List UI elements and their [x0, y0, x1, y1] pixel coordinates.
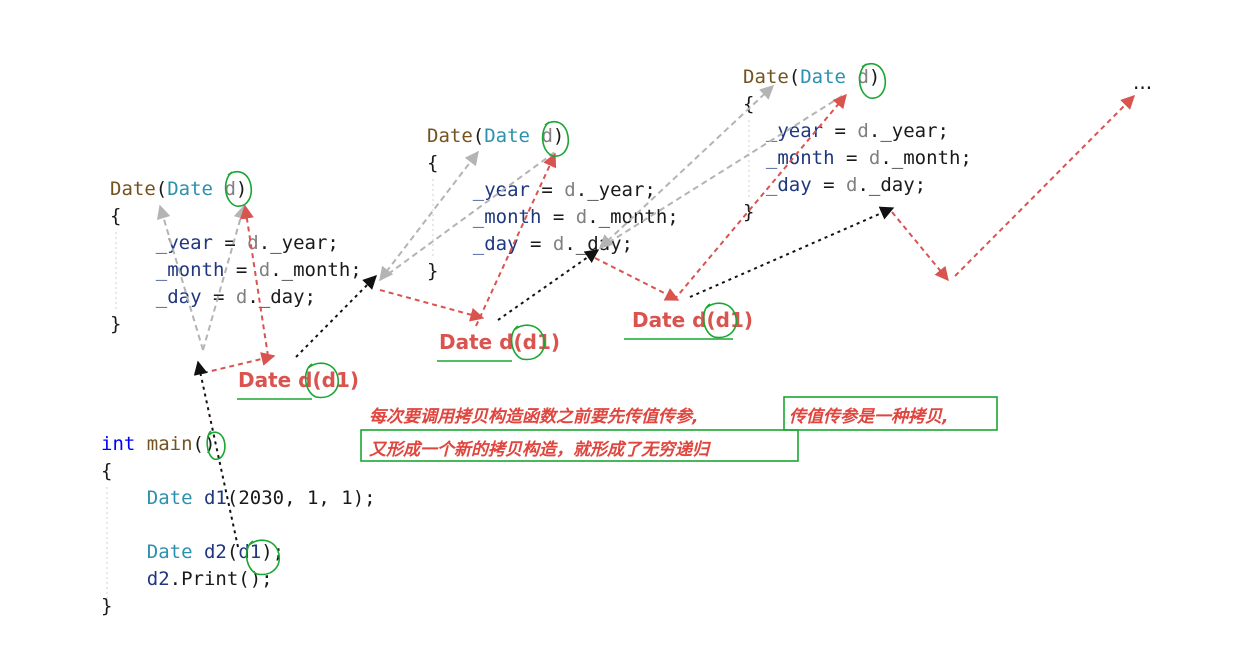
ctor-name: Date: [110, 178, 156, 200]
source-obj: d: [235, 286, 248, 308]
source-field: ._day;: [564, 233, 633, 255]
source-obj: d: [564, 179, 576, 201]
member-day: _day: [472, 233, 519, 255]
source-field: ._month;: [587, 206, 679, 228]
open-brace: {: [110, 205, 122, 227]
open-paren: (: [226, 541, 239, 563]
source-field: ._year;: [575, 179, 656, 201]
source-obj: d: [247, 232, 259, 254]
type-date: Date: [146, 487, 193, 509]
param-type: Date: [800, 66, 846, 88]
source-field: ._year;: [258, 232, 339, 254]
close-paren: ): [552, 125, 565, 147]
member-day: _day: [155, 286, 202, 308]
param-label-1: Date d(d1): [238, 368, 360, 392]
assign-op: =: [811, 174, 846, 196]
continuation-ellipsis: ...: [1133, 70, 1153, 94]
explanation-line-1b: 传值传参是一种拷贝,: [789, 407, 949, 427]
main-function-code: int main(){ Date d1(2030, 1, 1); Date d2…: [101, 431, 376, 620]
param-name: d: [224, 178, 236, 200]
assign-op: =: [224, 259, 259, 281]
source-field: ._day;: [247, 286, 316, 308]
assign-op: =: [834, 147, 869, 169]
type-date: Date: [146, 541, 193, 563]
open-paren: (: [788, 66, 801, 88]
close-brace: }: [110, 313, 122, 335]
param-label-2: Date d(d1): [439, 330, 561, 354]
close-paren: );: [261, 541, 285, 563]
copy-constructor-block-3: Date(Date d){ _year = d._year; _month = …: [743, 64, 972, 226]
keyword-int: int: [101, 433, 136, 455]
explanation-line-2: 又形成一个新的拷贝构造，就形成了无穷递归: [369, 440, 709, 460]
ctor-name: Date: [427, 125, 473, 147]
source-obj: d: [552, 233, 565, 255]
assign-op: =: [529, 179, 565, 201]
member-year: _year: [472, 179, 530, 201]
red-arrow-3: [379, 289, 485, 322]
param-name: d: [857, 66, 869, 88]
source-field: ._year;: [868, 120, 949, 142]
arg-d1: d1: [238, 541, 262, 563]
member-month: _month: [472, 206, 542, 228]
member-year: _year: [155, 232, 213, 254]
source-field: ._day;: [857, 174, 927, 196]
param-type: Date: [167, 178, 213, 200]
param-label-3: Date d(d1): [632, 308, 754, 332]
param-name: d: [541, 125, 553, 147]
member-day: _day: [765, 174, 812, 196]
source-obj: d: [845, 174, 858, 196]
member-month: _month: [155, 259, 225, 281]
var-d2: d2: [146, 568, 170, 590]
close-brace: }: [427, 260, 439, 282]
source-field: ._month;: [880, 147, 972, 169]
copy-constructor-block-2: Date(Date d){ _year = d._year; _month = …: [427, 123, 679, 285]
assign-op: =: [541, 206, 576, 228]
source-obj: d: [258, 259, 271, 281]
close-brace: }: [743, 201, 755, 223]
assign-op: =: [201, 286, 236, 308]
explanation-line-1a: 每次要调用拷贝构造函数之前要先传值传参,: [369, 407, 699, 427]
open-brace: {: [743, 93, 755, 115]
assign-op: =: [823, 120, 858, 142]
function-main: main: [146, 433, 193, 455]
source-obj: d: [857, 120, 869, 142]
parens: (): [192, 433, 216, 455]
source-field: ._month;: [270, 259, 362, 281]
assign-op: =: [212, 232, 248, 254]
var-d2: d2: [203, 541, 227, 563]
open-paren: (: [155, 178, 168, 200]
source-obj: d: [575, 206, 588, 228]
open-brace: {: [101, 460, 113, 482]
var-d1: d1: [203, 487, 227, 509]
close-brace: }: [101, 595, 113, 617]
red-arrow-8: [954, 95, 1135, 277]
ctor-name: Date: [743, 66, 789, 88]
copy-constructor-block-1: Date(Date d){ _year = d._year; _month = …: [110, 176, 362, 338]
member-year: _year: [765, 120, 824, 142]
assign-op: =: [518, 233, 553, 255]
ctor-args: (2030, 1, 1);: [226, 487, 376, 509]
close-paren: ): [868, 66, 881, 88]
open-paren: (: [472, 125, 485, 147]
open-brace: {: [427, 152, 439, 174]
close-paren: ): [235, 178, 248, 200]
source-obj: d: [868, 147, 881, 169]
member-month: _month: [765, 147, 835, 169]
param-type: Date: [484, 125, 530, 147]
print-call: .Print();: [169, 568, 273, 590]
